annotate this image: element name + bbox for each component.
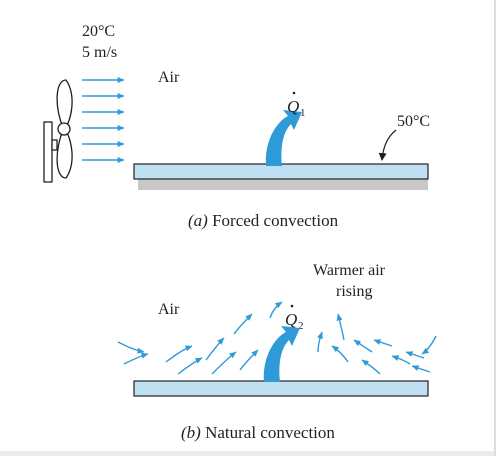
heat-rate-symbol: Q [285, 310, 297, 329]
flow-arrow [373, 339, 393, 347]
caption-letter: (a) [188, 211, 208, 230]
pointer-arrow-icon [378, 129, 397, 161]
heat-rate-symbol: Q [287, 97, 299, 116]
flow-arrow [233, 313, 253, 335]
flow-arrow [211, 351, 237, 375]
rising-air-line2: rising [336, 283, 372, 300]
fan-hub [57, 122, 71, 136]
heat-flow-arrow-icon [263, 326, 300, 382]
forced-flow-arrows [82, 77, 125, 163]
fan-icon [43, 79, 73, 183]
flow-arrow [177, 357, 203, 375]
flow-arrow [317, 331, 323, 353]
heat-rate-q2: Q 2 [285, 304, 304, 332]
flow-arrow [117, 341, 145, 354]
natural-flow-arrows [117, 301, 437, 375]
flow-arrow [123, 352, 149, 365]
flow-arrow [405, 351, 425, 359]
flow-arrow [361, 359, 381, 375]
caption-text: Natural convection [201, 423, 336, 442]
flow-arrow [269, 301, 283, 319]
flow-arrow [353, 339, 373, 353]
caption-forced: (a) Forced convection [188, 211, 339, 230]
flow-arrow [421, 335, 437, 355]
flow-arrow [411, 365, 431, 373]
heat-rate-q1: Q 1 [287, 91, 306, 119]
natural-convection-panel: Air Warmer air rising Q 2 [117, 262, 437, 442]
hot-plate-natural [133, 380, 429, 397]
flow-arrow [391, 355, 411, 365]
heat-rate-subscript: 2 [298, 320, 304, 332]
air-velocity: 5 m/s [82, 44, 117, 61]
dot-accent [290, 304, 294, 308]
heat-flow-arrow-icon [265, 110, 302, 166]
hot-plate-forced [133, 163, 429, 180]
flow-arrow [331, 345, 349, 363]
heat-rate-subscript: 1 [300, 107, 306, 119]
rising-air-line1: Warmer air [313, 262, 386, 279]
caption-text: Forced convection [208, 211, 339, 230]
caption-natural: (b) Natural convection [181, 423, 335, 442]
flow-arrow [205, 337, 225, 361]
flow-arrow [165, 345, 193, 363]
fan-base-post [43, 121, 53, 183]
ambient-temperature: 20°C [82, 23, 115, 40]
dot-accent [292, 91, 296, 95]
caption-letter: (b) [181, 423, 201, 442]
flow-arrow [239, 349, 259, 371]
frame-bottom [0, 451, 494, 456]
surface-temperature: 50°C [397, 113, 430, 130]
forced-convection-panel: 20°C 5 m/s Air Q 1 50°C (a) Forced conve… [43, 23, 430, 230]
air-label-natural: Air [158, 301, 180, 318]
air-label-forced: Air [158, 69, 180, 86]
flow-arrow [336, 313, 345, 341]
fan-mount [51, 139, 58, 151]
